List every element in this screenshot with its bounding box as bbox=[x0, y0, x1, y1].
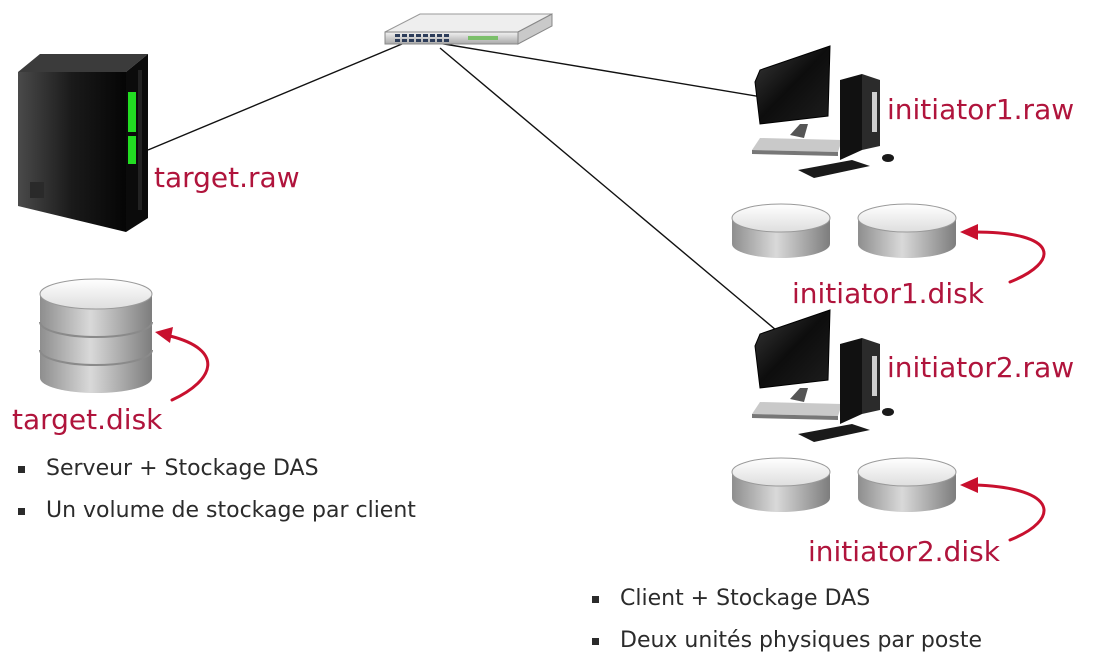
arrow-target-disk-head bbox=[155, 327, 173, 343]
disk-icon bbox=[857, 457, 957, 512]
desktop-computer-icon bbox=[752, 309, 894, 442]
initiator2-disk-label: initiator2.disk bbox=[808, 535, 1000, 568]
target-raw-label: target.raw bbox=[154, 161, 300, 194]
desktop-computer-icon bbox=[752, 45, 894, 178]
client-notes-list: Client + Stockage DAS Deux unités physiq… bbox=[588, 578, 982, 662]
arrows bbox=[155, 224, 1046, 542]
link-switch-to-target bbox=[147, 43, 403, 151]
disk-icon bbox=[731, 203, 831, 258]
arrow-initiator1-disk bbox=[973, 230, 1046, 284]
server-note: Serveur + Stockage DAS bbox=[14, 448, 416, 490]
target-disk-label: target.disk bbox=[12, 403, 163, 436]
initiator2-raw-label: initiator2.raw bbox=[887, 351, 1075, 384]
server-note: Un volume de stockage par client bbox=[14, 490, 416, 532]
database-icon bbox=[39, 278, 153, 393]
initiator1-disk-label: initiator1.disk bbox=[792, 277, 984, 310]
arrow-initiator2-disk-head bbox=[960, 477, 978, 493]
arrow-initiator2-disk bbox=[973, 483, 1046, 542]
initiator1-raw-label: initiator1.raw bbox=[887, 93, 1075, 126]
link-switch-to-initiator2 bbox=[439, 47, 827, 373]
client-note: Deux unités physiques par poste bbox=[588, 620, 982, 662]
server-notes-list: Serveur + Stockage DAS Un volume de stoc… bbox=[14, 448, 416, 532]
server-tower-icon bbox=[18, 54, 148, 232]
arrow-target-disk bbox=[168, 334, 210, 402]
network-links bbox=[147, 41, 829, 373]
network-switch-icon bbox=[384, 13, 553, 45]
disk-icon bbox=[731, 457, 831, 512]
arrow-initiator1-disk-head bbox=[960, 224, 978, 240]
disk-icon bbox=[857, 203, 957, 258]
client-note: Client + Stockage DAS bbox=[588, 578, 982, 620]
